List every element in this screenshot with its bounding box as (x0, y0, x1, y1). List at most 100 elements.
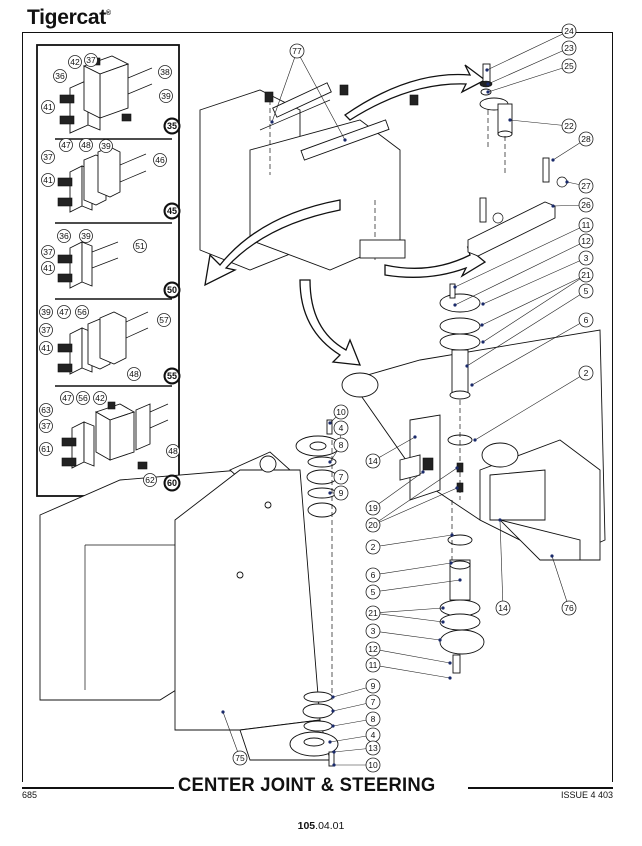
brand-name: Tigercat (27, 6, 106, 29)
svg-text:56: 56 (78, 393, 88, 403)
inset-callout-46: 46 (153, 153, 167, 167)
leader-line (509, 119, 570, 127)
svg-text:51: 51 (135, 241, 145, 251)
leader-line (372, 630, 441, 641)
leader-dot (441, 606, 445, 610)
leader-line (271, 50, 298, 123)
leader-dot (328, 421, 332, 425)
svg-text:38: 38 (160, 67, 170, 77)
svg-text:9: 9 (371, 681, 376, 691)
callout-14: 14 (495, 600, 511, 616)
callout-27: 27 (578, 178, 594, 194)
leader-dot (565, 180, 569, 184)
svg-text:50: 50 (167, 285, 177, 295)
svg-text:35: 35 (167, 121, 177, 131)
svg-text:39: 39 (101, 141, 111, 151)
leader-line (222, 711, 241, 759)
callout-2: 2 (578, 365, 594, 381)
rear-lower-pivot-art (289, 691, 339, 767)
svg-text:37: 37 (43, 152, 53, 162)
svg-text:57: 57 (159, 315, 169, 325)
svg-text:42: 42 (95, 393, 105, 403)
svg-text:47: 47 (61, 140, 71, 150)
variant-55-art (57, 311, 149, 375)
svg-text:48: 48 (129, 369, 139, 379)
leader-dot (455, 466, 459, 470)
leader-line (487, 47, 570, 85)
svg-text:8: 8 (339, 440, 344, 450)
inset-callout-42: 42 (93, 391, 107, 405)
model-number: 685 (22, 790, 38, 800)
callout-22: 22 (561, 118, 577, 134)
svg-text:6: 6 (371, 570, 376, 580)
leader-dot (448, 676, 452, 680)
leader-line (486, 30, 570, 71)
svg-text:45: 45 (167, 206, 177, 216)
callout-28: 28 (578, 131, 594, 147)
variant-35-art (59, 55, 153, 134)
inset-callout-41: 41 (41, 100, 55, 114)
callout-6: 6 (578, 312, 594, 328)
svg-text:4: 4 (339, 423, 344, 433)
inset-callout-61: 61 (39, 442, 53, 456)
svg-text:8: 8 (371, 714, 376, 724)
svg-text:10: 10 (368, 760, 378, 770)
callout-19: 19 (365, 500, 381, 516)
svg-text:61: 61 (41, 444, 51, 454)
inset-callout-47: 47 (59, 138, 73, 152)
svg-text:20: 20 (368, 520, 378, 530)
callout-2: 2 (365, 539, 381, 555)
inset-callout-47: 47 (57, 305, 71, 319)
diagram-frame (22, 32, 613, 782)
svg-text:37: 37 (41, 421, 51, 431)
svg-text:2: 2 (584, 368, 589, 378)
callout-12: 12 (578, 233, 594, 249)
svg-text:63: 63 (41, 405, 51, 415)
callout-7: 7 (333, 469, 349, 485)
svg-text:41: 41 (41, 343, 51, 353)
callout-25: 25 (561, 58, 577, 74)
brand-logo: Tigercat® (27, 6, 111, 30)
svg-text:22: 22 (564, 121, 574, 131)
leader-dot (413, 435, 417, 439)
callout-11: 11 (578, 217, 594, 233)
svg-text:41: 41 (43, 175, 53, 185)
leader-dot (481, 302, 485, 306)
callout-3: 3 (365, 623, 381, 639)
callout-8: 8 (333, 437, 349, 453)
rear-frame-art (39, 451, 331, 761)
svg-text:42: 42 (70, 57, 80, 67)
document-number-section: 105 (297, 820, 316, 832)
inset-callout-36: 36 (57, 229, 71, 243)
leader-dot (421, 470, 425, 474)
leader-line (372, 534, 453, 548)
leader-line (454, 224, 587, 288)
leader-dot (453, 303, 457, 307)
leader-dot (465, 364, 469, 368)
leader-dot (331, 709, 335, 713)
inset-callout-37: 37 (39, 323, 53, 337)
leader-dot (328, 491, 332, 495)
leader-dot (331, 724, 335, 728)
leader-dot (455, 486, 459, 490)
svg-text:47: 47 (59, 307, 69, 317)
leader-dot (551, 204, 555, 208)
document-number: 105.04.01 (0, 820, 642, 832)
leader-line (372, 664, 451, 679)
callout-9: 9 (333, 485, 349, 501)
steering-cylinder-art (199, 82, 419, 271)
inset-callout-57: 57 (157, 313, 171, 327)
callout-7: 7 (365, 694, 381, 710)
callout-14: 14 (365, 453, 381, 469)
callout-77: 77 (289, 43, 305, 59)
svg-text:36: 36 (55, 71, 65, 81)
inset-callout-39: 39 (39, 305, 53, 319)
svg-text:23: 23 (564, 43, 574, 53)
leader-dot (343, 138, 347, 142)
svg-text:10: 10 (336, 407, 346, 417)
inset-callout-41: 41 (41, 173, 55, 187)
svg-text:39: 39 (41, 307, 51, 317)
leader-dot (551, 158, 555, 162)
